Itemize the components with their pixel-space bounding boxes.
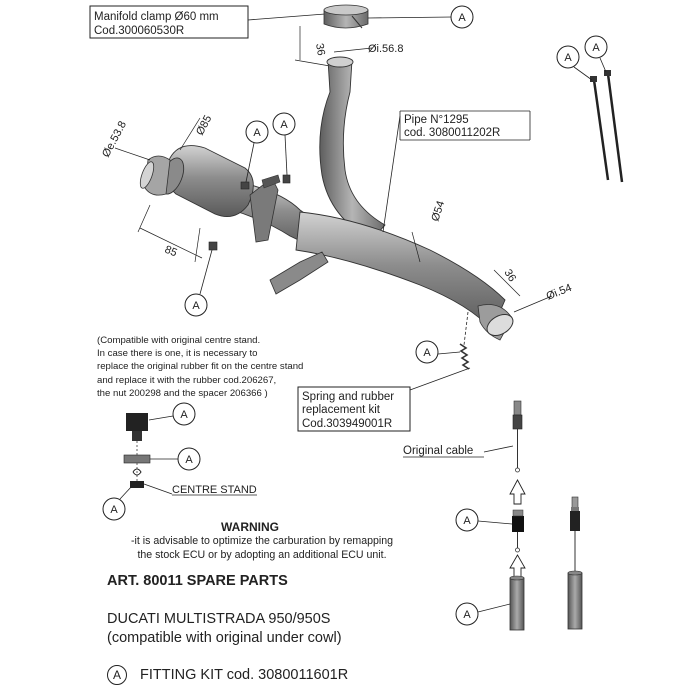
manifold-clamp-text: Manifold clamp Ø60 mm	[94, 11, 219, 23]
centre-stand-parts: A A A CENTRE STAND	[102, 402, 257, 521]
centre-stand-label: CENTRE STAND	[172, 484, 257, 496]
spring-kit-code: Cod.303949001R	[302, 418, 392, 430]
callout-a-bolt-1: A	[253, 127, 261, 139]
cable-ties: A A	[556, 35, 624, 183]
callout-a-cable-rubber: A	[463, 515, 471, 527]
callout-a-bolt-2: A	[280, 119, 288, 131]
top-inlet-dimensions: 36 Øi.56.8	[294, 26, 403, 67]
stand-note-line: replace the original rubber fit on the c…	[97, 361, 304, 373]
pipe-name: Pipe N°1295	[404, 114, 469, 126]
fitting-kit-label: FITTING KIT cod. 3080011601R	[140, 667, 349, 683]
spring-kit-line-2: replacement kit	[302, 404, 381, 416]
manifold-clamp-code: Cod.300060530R	[94, 25, 184, 37]
callout-a-tie-2: A	[592, 42, 600, 54]
model-line: DUCATI MULTISTRADA 950/950S	[107, 611, 331, 627]
callout-a-spacer: A	[185, 454, 193, 466]
dim-outlet-length: 36	[501, 267, 518, 284]
callout-a-nut: A	[110, 504, 118, 516]
pipe-label: Pipe N°1295 cod. 3080011202R	[382, 110, 531, 233]
exhaust-pipe-assembly	[139, 56, 514, 341]
spring-part: A	[415, 311, 470, 370]
warning-title: WARNING	[221, 520, 279, 534]
pipe-code: cod. 3080011202R	[404, 127, 500, 139]
dim-top-diameter: Øi.56.8	[368, 43, 403, 55]
dim-outlet-diameter: Øi.54	[545, 282, 574, 303]
manifold-clamp-label: Manifold clamp Ø60 mm Cod.300060530R	[89, 5, 326, 39]
dim-cat-length: 85	[163, 244, 179, 260]
dim-cat-outer: Øe.53.8	[100, 119, 129, 159]
callout-a-clamp: A	[458, 12, 466, 24]
callout-a-rubber: A	[180, 409, 188, 421]
manifold-clamp	[323, 4, 453, 29]
warning-line: the stock ECU or by adopting an addition…	[137, 549, 387, 561]
fitting-kit-callout: A	[107, 665, 127, 685]
spring-kit-label: Spring and rubber replacement kit Cod.30…	[297, 367, 471, 432]
spring-kit-line-1: Spring and rubber	[302, 391, 394, 403]
warning-line: -it is advisable to optimize the carbura…	[130, 535, 394, 547]
stand-note-line: and replace it with the rubber cod.20626…	[97, 374, 277, 386]
callout-a-spring: A	[423, 347, 431, 359]
stand-note-line: (Compatible with original centre stand.	[97, 335, 261, 346]
callout-a-tie-1: A	[564, 52, 572, 64]
warning-text: -it is advisable to optimize the carbura…	[107, 534, 417, 562]
original-cable-group: Original cable A A	[403, 400, 583, 631]
original-cable-label: Original cable	[403, 445, 473, 457]
dim-cat-body: Ø85	[194, 113, 214, 137]
model-description: DUCATI MULTISTRADA 950/950S (compatible …	[107, 610, 342, 648]
stand-note-line: In case there is one, it is necessary to	[97, 348, 258, 360]
stand-compatibility-note: (Compatible with original centre stand. …	[97, 334, 312, 400]
dim-top-length: 36	[313, 42, 327, 56]
stand-note-line: the nut 200298 and the spacer 206366 )	[97, 387, 268, 399]
article-title: ART. 80011 SPARE PARTS	[107, 573, 288, 589]
model-line: (compatible with original under cowl)	[107, 630, 342, 646]
callout-a-cable-sleeve: A	[463, 609, 471, 621]
callout-group-pipe: A A A A	[184, 5, 474, 317]
callout-a-bolt-3: A	[192, 300, 200, 312]
dim-pipe: Ø54	[429, 199, 447, 222]
